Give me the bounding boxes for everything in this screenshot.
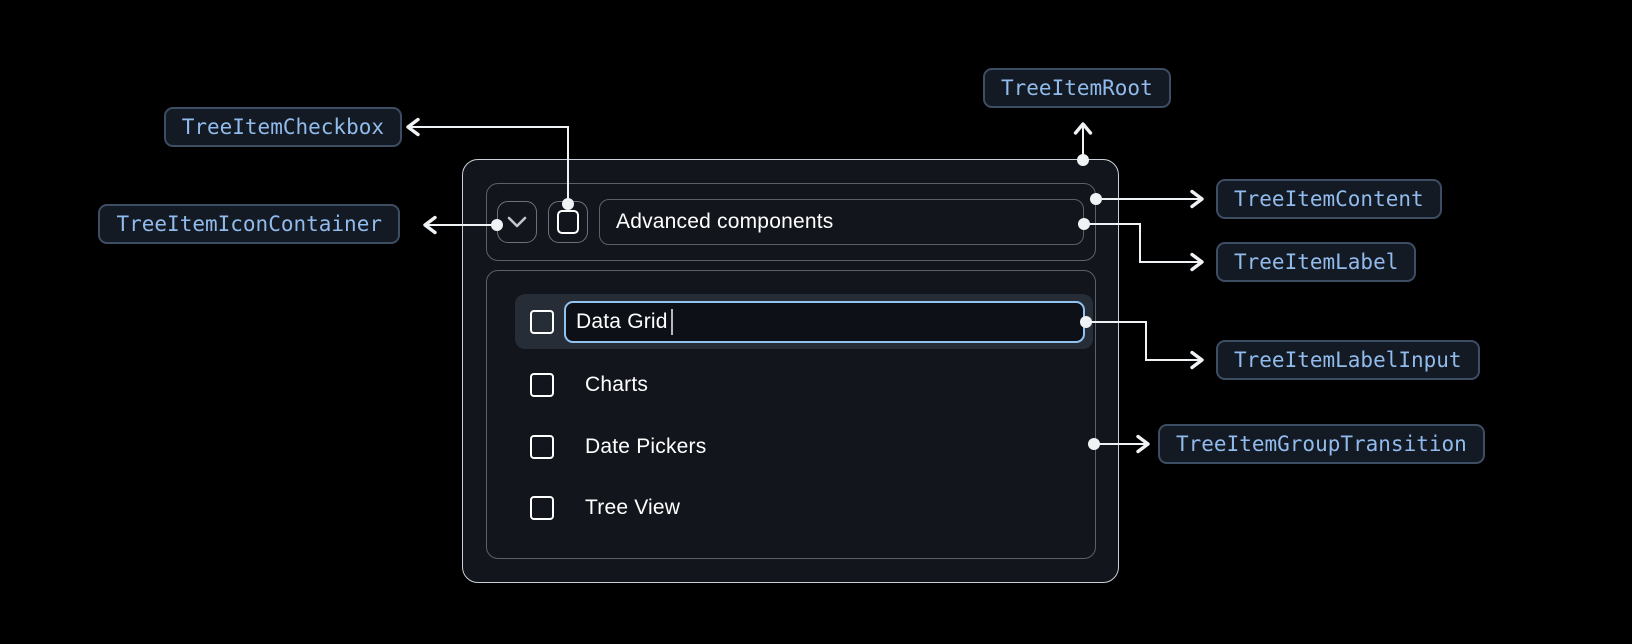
annotation-chip-tree-item-label-input: TreeItemLabelInput (1216, 340, 1480, 380)
annotation-text: TreeItemContent (1234, 187, 1424, 211)
annotation-text: TreeItemRoot (1001, 76, 1153, 100)
text-caret (670, 308, 674, 335)
annotation-chip-tree-item-icon-container: TreeItemIconContainer (98, 204, 400, 244)
checkbox-unchecked-icon (557, 210, 579, 234)
annotation-chip-tree-item-checkbox: TreeItemCheckbox (163, 107, 402, 147)
chevron-down-icon (507, 216, 527, 228)
tree-item-content-box[interactable]: Advanced components (486, 183, 1096, 261)
annotation-text: TreeItemGroupTransition (1176, 432, 1467, 456)
annotation-chip-tree-item-root: TreeItemRoot (983, 68, 1171, 108)
tree-item-label-box: Advanced components (599, 199, 1084, 245)
annotation-text: TreeItemLabelInput (1234, 348, 1462, 372)
label-input-value: Data Grid (576, 309, 668, 333)
tree-row-charts[interactable]: Charts (486, 358, 1096, 412)
tree-row-label: Charts (585, 373, 649, 396)
annotation-chip-tree-item-label: TreeItemLabel (1216, 242, 1417, 282)
tree-item-label-input[interactable]: Data Grid (564, 300, 1085, 343)
annotation-text: TreeItemIconContainer (116, 212, 382, 236)
tree-item-group-transition-box (486, 270, 1096, 559)
tree-row-date-pickers[interactable]: Date Pickers (486, 420, 1096, 474)
checkbox-unchecked-icon[interactable] (530, 373, 554, 397)
tree-item-checkbox[interactable] (548, 201, 588, 243)
annotation-chip-tree-item-group-transition: TreeItemGroupTransition (1158, 424, 1485, 464)
annotation-text: TreeItemCheckbox (181, 115, 384, 139)
tree-item-root-box (462, 159, 1119, 583)
tree-row-label: Tree View (585, 496, 681, 519)
annotation-chip-tree-item-content: TreeItemContent (1216, 179, 1442, 219)
tree-item-icon-container[interactable] (497, 201, 537, 243)
tree-row-label: Date Pickers (585, 435, 707, 458)
checkbox-unchecked-icon[interactable] (530, 435, 554, 459)
tree-item-label-text: Advanced components (616, 210, 834, 233)
checkbox-unchecked-icon[interactable] (530, 496, 554, 520)
checkbox-unchecked-icon[interactable] (530, 309, 554, 334)
tree-row-tree-view[interactable]: Tree View (486, 481, 1096, 535)
annotation-text: TreeItemLabel (1234, 250, 1399, 274)
tree-row-editing[interactable]: Data Grid (515, 294, 1093, 349)
